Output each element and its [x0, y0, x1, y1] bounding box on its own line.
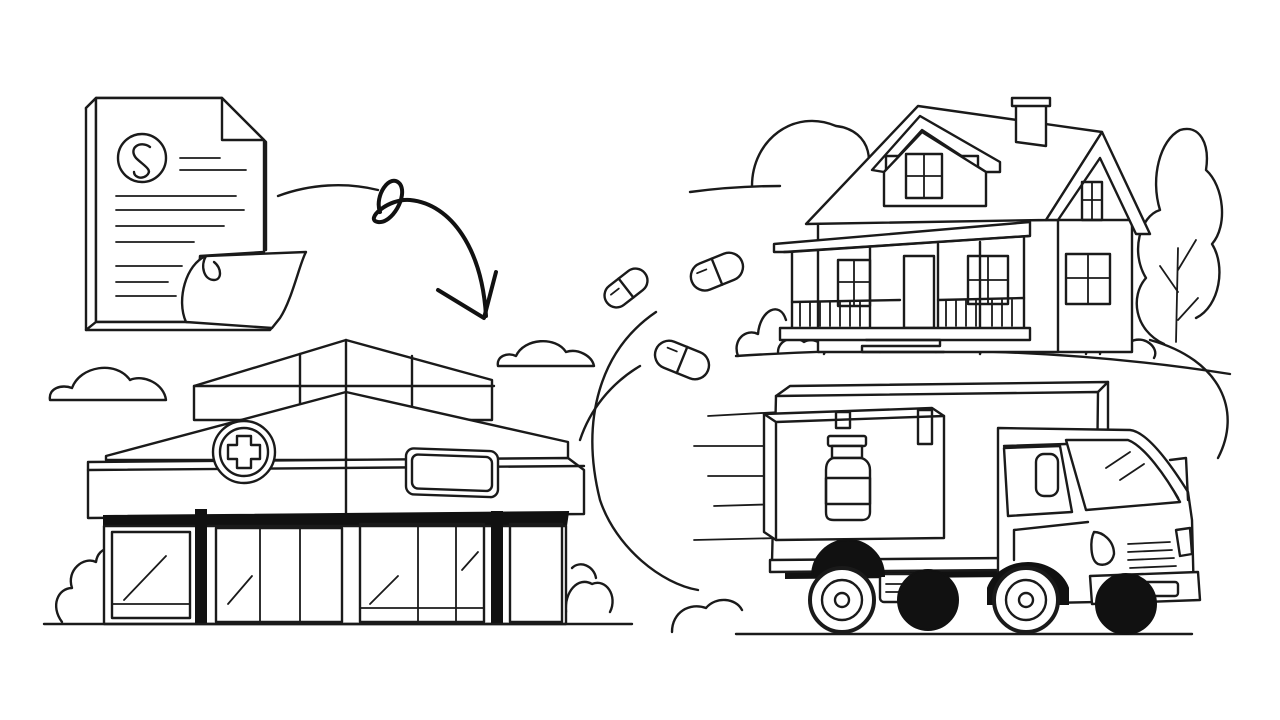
pharmacy-building: [42, 338, 634, 626]
truck-wheel-middle: [897, 569, 959, 631]
truck-wheel-front-far: [1095, 573, 1157, 635]
delivery-path-swoosh: [591, 310, 700, 592]
cloud-left: [48, 366, 168, 402]
truck-wheel-front: [987, 561, 1069, 634]
pharmacy-cross-icon: [211, 419, 277, 485]
house: [734, 96, 1232, 376]
medicine-bottle-icon: [824, 434, 872, 522]
pill-3: [653, 339, 711, 381]
delivery-truck: [670, 380, 1202, 636]
pharmacy-sign: [404, 447, 500, 499]
rx-seal-icon: [116, 132, 168, 184]
pill-1: [603, 267, 649, 309]
tree: [1135, 127, 1224, 346]
arrow-to-pharmacy: [276, 179, 498, 320]
truck-wheel-rear: [808, 539, 886, 634]
pill-capsules: [603, 251, 745, 381]
pill-2: [689, 251, 745, 292]
cloud-middle: [496, 339, 596, 368]
prescription-document: [84, 96, 308, 332]
speed-lines: [693, 411, 783, 541]
